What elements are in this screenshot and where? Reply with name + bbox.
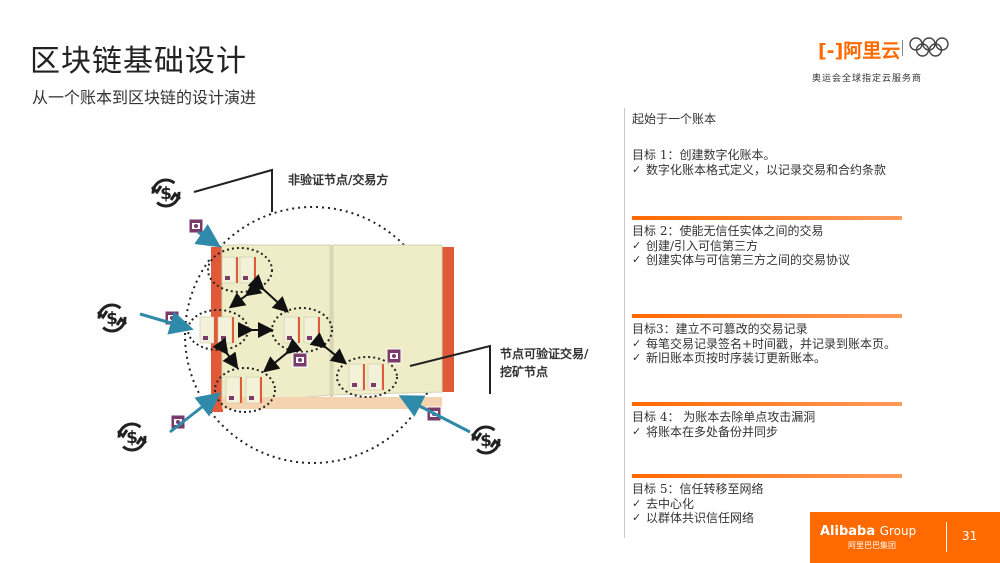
goal-divider (632, 314, 902, 318)
party-node-icon (188, 218, 204, 234)
slide-title: 区块链基础设计 (30, 44, 247, 79)
olympic-rings-icon (909, 37, 949, 57)
goal-2: 目标 2：使能无信任实体之间的交易 创建/引入可信第三方 创建实体与可信第三方之… (632, 216, 902, 267)
ledger-network-diagram: $ (96, 168, 589, 464)
validator-node-icon (386, 348, 402, 364)
ledger-node-1 (207, 247, 273, 293)
label-validating-line1: 节点可验证交易/ (500, 346, 589, 361)
goal-item: 新旧账本页按时序装订更新账本。 (632, 351, 902, 365)
label-validating-line2: 挖矿节点 (500, 364, 548, 379)
brand-tagline: 奥运会全球指定云服务商 (812, 74, 923, 84)
goal-title: 目标3：建立不可篡改的交易记录 (632, 322, 808, 336)
goal-title: 目标 1：创建数字化账本。 (632, 148, 776, 162)
goal-item: 去中心化 (632, 497, 902, 511)
goal-item: 以群体共识信任网络 (632, 511, 902, 525)
footer-group: Group (879, 524, 917, 538)
slide-subtitle: 从一个账本到区块链的设计演进 (32, 88, 257, 107)
brand-separator (902, 40, 903, 56)
ledger-node-5 (336, 356, 398, 398)
goal-divider (632, 474, 902, 478)
goal-3: 目标3：建立不可篡改的交易记录 每笔交易记录签名+时间戳，并记录到账本页。 新旧… (632, 314, 902, 365)
transaction-party-icon (96, 303, 128, 333)
goal-item: 数字化账本格式定义，以记录交易和合约条款 (632, 163, 902, 177)
goal-item: 每笔交易记录签名+时间戳，并记录到账本页。 (632, 337, 902, 351)
footer-separator (946, 522, 947, 552)
transaction-party-icon (470, 425, 502, 455)
label-non-validating: 非验证节点/交易方 (288, 172, 388, 187)
goal-item: 创建实体与可信第三方之间的交易协议 (632, 253, 902, 267)
transaction-party-icon (150, 178, 182, 208)
goal-title: 目标 4： 为账本去除单点攻击漏洞 (632, 410, 816, 424)
footer-company-cn: 阿里巴巴集团 (848, 541, 896, 550)
goal-5: 目标 5：信任转移至网络 去中心化 以群体共识信任网络 (632, 474, 902, 525)
panel-divider (624, 108, 625, 538)
goal-4: 目标 4： 为账本去除单点攻击漏洞 将账本在多处备份并同步 (632, 402, 902, 439)
page-number: 31 (962, 529, 978, 543)
footer-company: Alibaba (820, 524, 876, 539)
alibaba-group-logo: Alibaba Group 阿里巴巴集团 (820, 524, 916, 551)
sync-arrows (212, 273, 348, 373)
validator-node-icon (292, 352, 308, 368)
goal-title: 目标 2：使能无信任实体之间的交易 (632, 224, 824, 238)
label-leader-top (193, 168, 273, 212)
goal-item: 创建/引入可信第三方 (632, 239, 902, 253)
goal-title: 目标 5：信任转移至网络 (632, 482, 764, 496)
goal-1: 目标 1：创建数字化账本。 数字化账本格式定义，以记录交易和合约条款 (632, 148, 902, 177)
transaction-party-icon (116, 422, 148, 452)
goal-divider (632, 402, 902, 406)
brand-block: [-]阿里云 奥运会全球指定云服务商 (812, 36, 972, 86)
aliyun-logo: [-]阿里云 (818, 40, 901, 62)
footer-bar (810, 512, 1000, 563)
panel-start-text: 起始于一个账本 (632, 112, 717, 126)
label-leader-right (409, 344, 491, 394)
ledger-node-4 (214, 367, 276, 413)
goal-item: 将账本在多处备份并同步 (632, 425, 902, 439)
goal-divider (632, 216, 902, 220)
